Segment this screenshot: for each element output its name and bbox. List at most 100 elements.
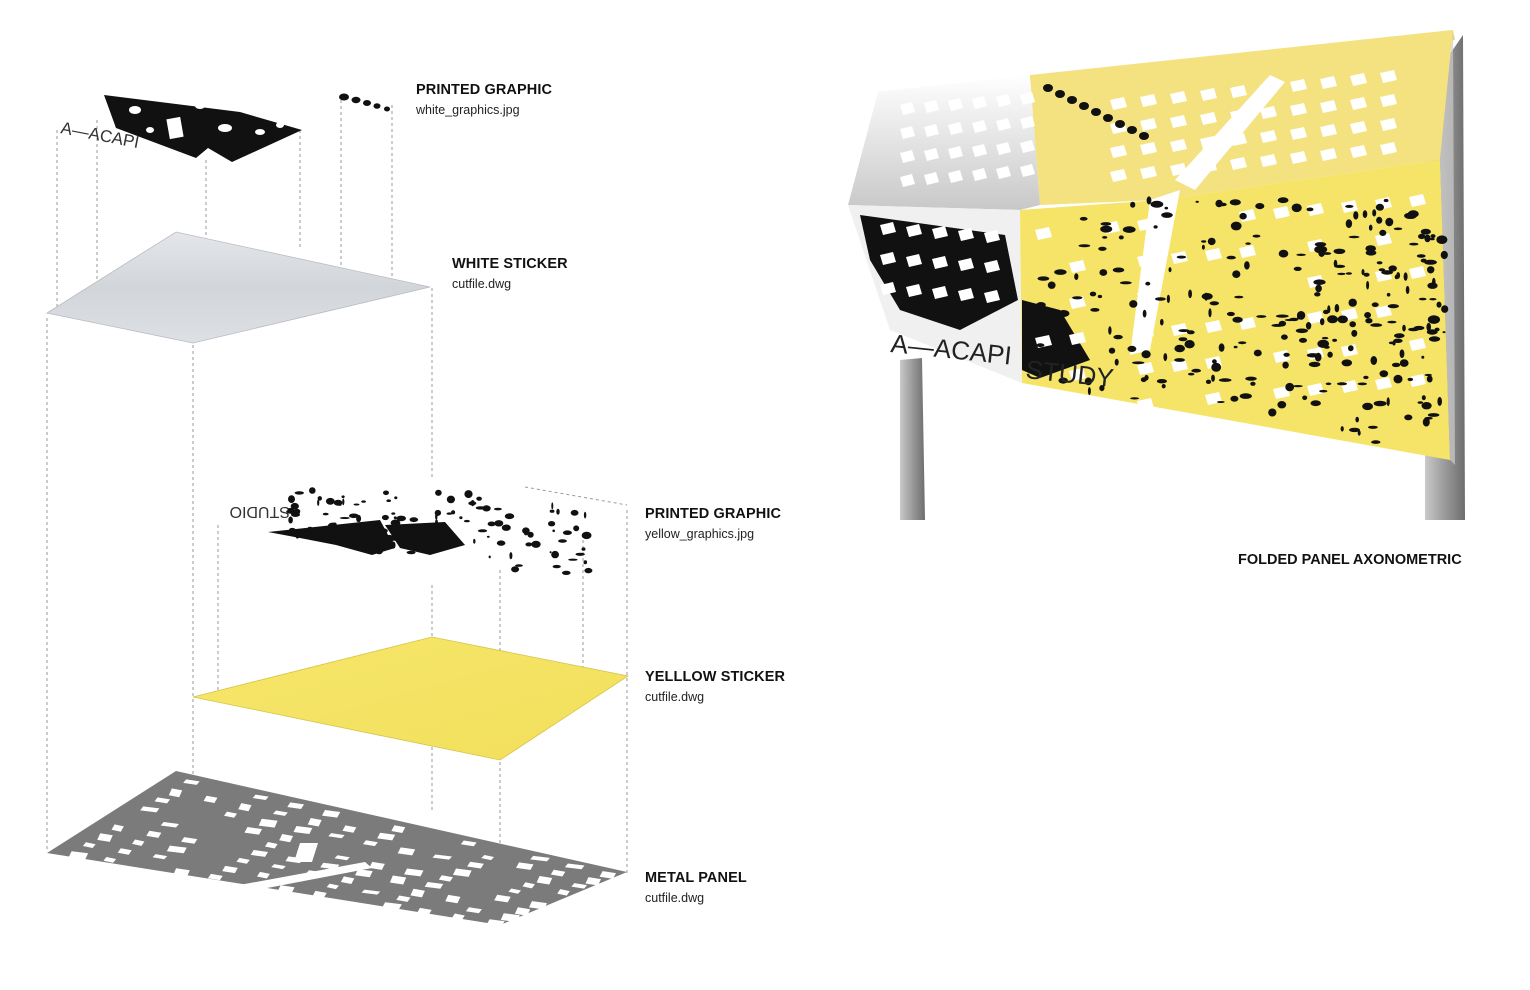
ink-splatter xyxy=(1379,229,1387,236)
ink-splatter xyxy=(1233,345,1238,349)
panel-cutout xyxy=(528,901,548,910)
ink-splatter xyxy=(1322,252,1332,255)
ink-splatter xyxy=(1142,309,1147,318)
panel-window xyxy=(948,122,963,135)
panel-window xyxy=(906,284,922,297)
panel-cutout xyxy=(536,875,553,885)
ink-splatter xyxy=(1426,375,1433,383)
ink-speckle xyxy=(378,528,388,534)
ink-splatter xyxy=(1155,297,1166,301)
ink-speckle xyxy=(342,498,345,506)
ink-speckle xyxy=(583,511,587,519)
ink-splatter xyxy=(1394,333,1405,339)
panel-window xyxy=(972,120,987,133)
ink-speckle xyxy=(325,497,335,505)
ink-splatter xyxy=(1178,337,1188,342)
ink-splatter xyxy=(1378,268,1386,272)
ink-splatter xyxy=(1376,216,1383,224)
ink-speckle xyxy=(309,527,313,533)
ink-splatter xyxy=(1211,362,1222,372)
ink-splatter xyxy=(1140,377,1147,383)
ink-splatter xyxy=(1161,384,1166,389)
ink-splatter xyxy=(1306,353,1319,358)
panel-cutout xyxy=(68,851,89,860)
ink-splatter xyxy=(1295,328,1308,334)
panel-window xyxy=(1110,145,1127,158)
panel-window xyxy=(900,126,915,139)
ink-splatter xyxy=(1114,358,1119,366)
ink-splatter xyxy=(1327,315,1338,324)
ink-splatter xyxy=(1278,249,1289,258)
panel-window xyxy=(1260,106,1277,119)
panel-cutout xyxy=(397,847,416,856)
ink-splatter xyxy=(1218,343,1225,352)
ink-splatter xyxy=(1129,300,1138,308)
ink-splatter xyxy=(1188,372,1195,376)
panel-cutout xyxy=(82,842,96,848)
ink-splatter xyxy=(1208,308,1212,318)
ink-splatter xyxy=(1176,255,1187,259)
ink-splatter xyxy=(1212,359,1217,364)
panel-window xyxy=(1409,194,1426,207)
ink-ring xyxy=(1079,102,1089,110)
panel-cutout xyxy=(111,824,124,832)
panel-cutout xyxy=(258,818,278,828)
ink-splatter xyxy=(1201,240,1207,243)
panel-cutout xyxy=(361,889,381,895)
panel-window xyxy=(1375,233,1392,246)
ink-ring xyxy=(1103,114,1113,122)
panel-cutout xyxy=(103,856,117,863)
ink-speckle xyxy=(341,525,346,531)
ink-splatter xyxy=(1386,292,1391,297)
ink-splatter xyxy=(1348,345,1354,352)
ink-splatter xyxy=(1430,234,1436,239)
ink-splatter xyxy=(1099,269,1108,276)
ink-speckle xyxy=(446,495,455,504)
ink-splatter xyxy=(1310,400,1321,407)
ink-splatter xyxy=(1349,427,1360,433)
panel-cutout xyxy=(117,848,132,855)
ink-splatter xyxy=(1417,401,1424,404)
layer-file: cutfile.dwg xyxy=(645,690,705,704)
ink-speckle xyxy=(486,535,490,538)
panel-window xyxy=(1140,142,1157,155)
ink-speckle xyxy=(531,540,541,548)
ink-splatter xyxy=(1424,373,1433,377)
panel-cutout xyxy=(252,794,269,800)
ink-speckle xyxy=(414,546,419,552)
panel-window xyxy=(1170,139,1187,152)
panel-window xyxy=(906,224,922,237)
panel-cutout xyxy=(530,855,550,862)
panel-cutout xyxy=(599,871,616,879)
ink-splatter xyxy=(1145,281,1151,286)
ink-splatter xyxy=(1345,219,1353,229)
ink-splatter xyxy=(1381,270,1393,275)
panel-cutout xyxy=(494,894,511,903)
ink-splatter xyxy=(1184,340,1195,349)
panel-window xyxy=(1170,163,1187,176)
ink-splatter xyxy=(1391,362,1401,368)
panel-window xyxy=(996,166,1011,179)
ink-splatter xyxy=(1421,402,1432,410)
ink-splatter xyxy=(1299,337,1307,343)
ink-splatter xyxy=(1422,417,1430,427)
ink-splatter xyxy=(1252,234,1261,238)
ink-splatter xyxy=(1283,352,1290,357)
ink-splatter xyxy=(1314,292,1321,297)
panel-window xyxy=(1110,97,1127,110)
ink-splatter xyxy=(1403,272,1408,281)
ink-speckle xyxy=(409,517,419,523)
ink-speckle xyxy=(515,564,523,567)
ink-splatter xyxy=(1132,361,1145,365)
ink-speckle xyxy=(551,502,554,510)
panel-window xyxy=(1137,326,1154,339)
panel-cutout xyxy=(312,890,327,899)
ink-splatter xyxy=(1150,200,1164,208)
ink-splatter xyxy=(1368,425,1378,429)
panel-cutout xyxy=(279,833,294,843)
ink-speckle xyxy=(459,516,463,520)
ink-splatter xyxy=(1047,281,1056,289)
ink-splatter xyxy=(1234,295,1244,299)
panel-cutout xyxy=(326,883,339,890)
ink-splatter xyxy=(1271,323,1284,327)
